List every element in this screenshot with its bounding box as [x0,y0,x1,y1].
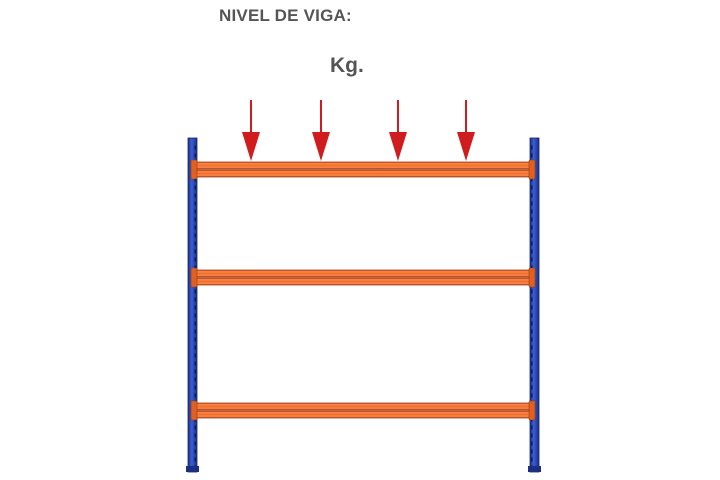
load-arrow-2-icon [312,100,330,161]
load-arrow-1-icon [242,100,260,161]
beam-level-label: NIVEL DE VIGA: [219,6,352,25]
load-arrow-4-icon [457,100,475,161]
right-upright [528,137,541,473]
load-unit-label: Kg. [330,54,364,77]
left-upright [186,137,199,473]
load-arrow-3-icon [389,100,407,161]
beam-level-2 [190,267,536,288]
beam-level-1 [190,159,536,180]
beam-level-3 [190,400,536,421]
